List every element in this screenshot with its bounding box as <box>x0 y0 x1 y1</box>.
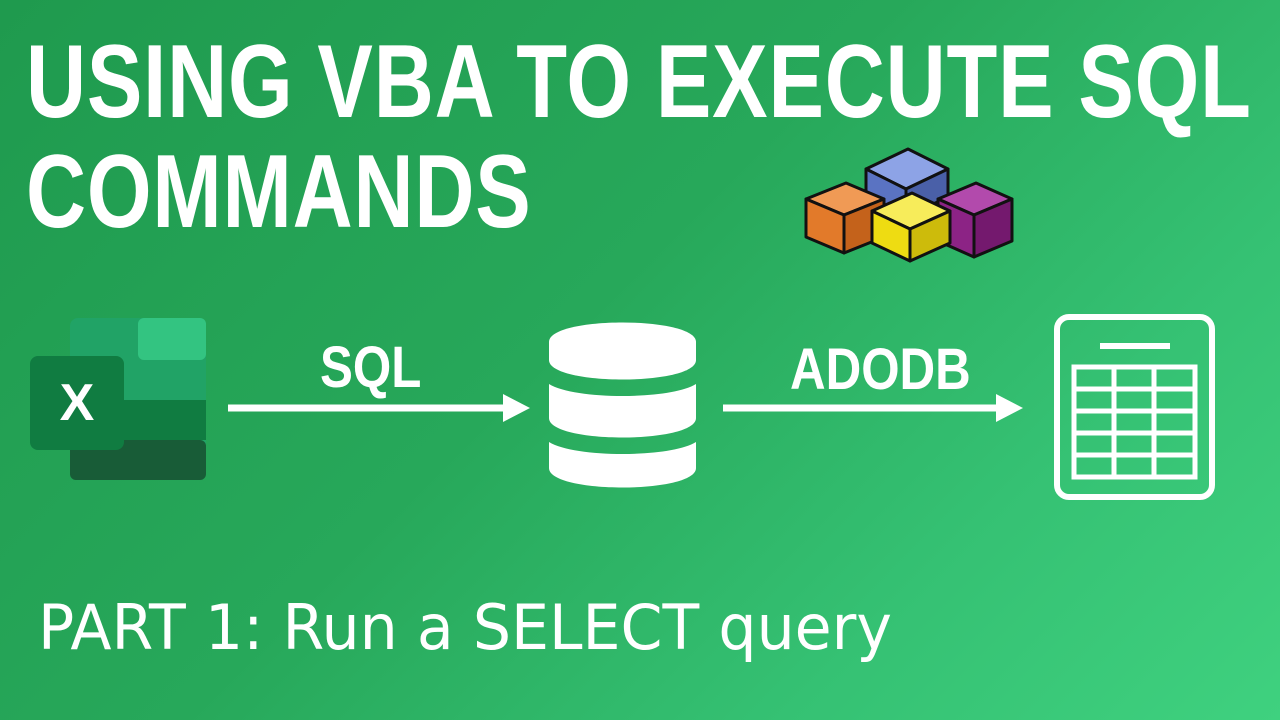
subtitle: PART 1: Run a SELECT query <box>38 591 893 664</box>
table-sheet-icon <box>1054 314 1215 500</box>
excel-icon: X <box>30 318 206 480</box>
arrow-right-icon <box>723 394 1023 422</box>
title-line-1: USING VBA TO EXECUTE SQL <box>26 24 1252 140</box>
excel-icon-letter: X <box>60 374 95 432</box>
adodb-label: ADODB <box>790 337 971 402</box>
database-icon <box>549 322 696 488</box>
cubes-icon <box>804 147 1014 263</box>
title-line-2: COMMANDS <box>26 134 532 250</box>
arrow-right-icon <box>228 394 530 422</box>
sql-label: SQL <box>320 335 422 400</box>
